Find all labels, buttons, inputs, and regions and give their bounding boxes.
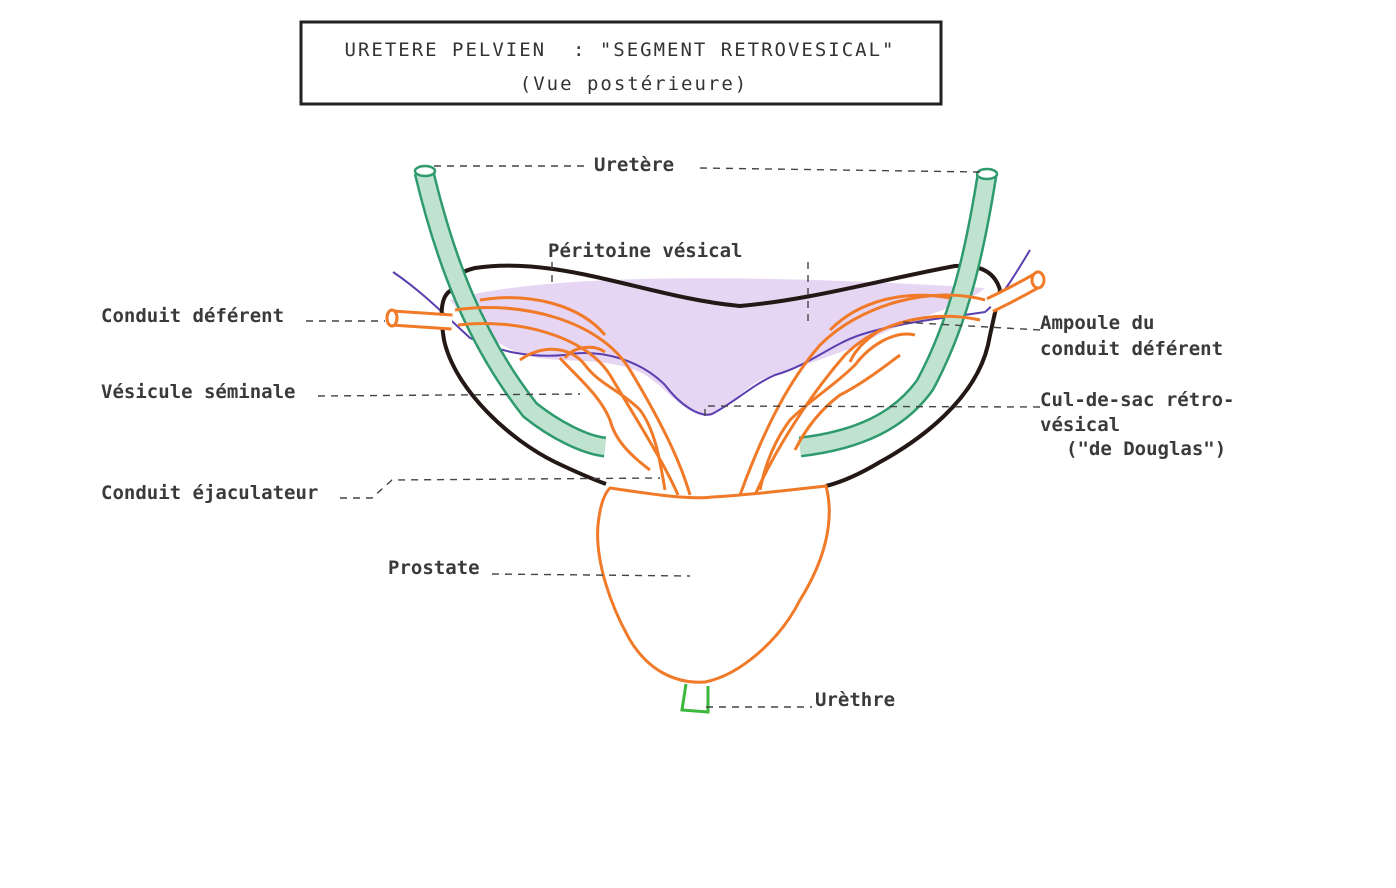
- leader-lines: [306, 165, 1041, 708]
- label-urethre: Urèthre: [815, 689, 895, 711]
- label-culdesac-line3: ("de Douglas"): [1066, 438, 1226, 460]
- title-main: URETERE PELVIEN : "SEGMENT RETROVESICAL": [345, 39, 896, 61]
- right-vas-opening: [1030, 270, 1046, 290]
- label-vesicule: Vésicule séminale: [101, 381, 295, 403]
- label-conduit-deferent: Conduit déférent: [101, 305, 284, 327]
- label-ampoule-line1: Ampoule du: [1040, 312, 1154, 334]
- leader-vesicule: [317, 393, 581, 397]
- left-ampulla-loop: [479, 296, 607, 336]
- left-vas-deferens: [454, 296, 692, 496]
- label-ampoule-line2: conduit déférent: [1040, 338, 1223, 360]
- labels: Uretère Péritoine vésical Conduit défére…: [101, 154, 1234, 711]
- right-vas-inner: [753, 314, 981, 496]
- right-ureter: [798, 167, 999, 458]
- label-prostate: Prostate: [388, 557, 480, 579]
- title-frame: [299, 20, 943, 106]
- right-ampulla-loop: [828, 293, 951, 332]
- left-vas-stub-lumen: [391, 312, 453, 328]
- label-uretere: Uretère: [594, 154, 674, 176]
- leader-uretere-right: [699, 167, 981, 173]
- urethra-shape: [680, 683, 710, 714]
- left-ureter-lumen: [416, 170, 607, 455]
- left-vas-opening: [385, 308, 399, 328]
- right-seminal-vesicle-outer: [758, 332, 916, 491]
- title-subtitle: (Vue postérieure): [520, 73, 748, 95]
- left-seminal-vesicle-inner: [558, 357, 651, 472]
- bladder-right-outline: [825, 289, 1002, 488]
- left-ureter: [413, 164, 607, 458]
- right-seminal-vesicle-inner: [793, 353, 901, 451]
- bladder-top-outline: [449, 263, 1002, 309]
- label-conduit-ejaculateur: Conduit éjaculateur: [101, 482, 318, 504]
- leader-ampoule: [899, 321, 1041, 331]
- title-box: URETERE PELVIEN : "SEGMENT RETROVESICAL"…: [299, 20, 943, 106]
- label-culdesac-line2: vésical: [1040, 414, 1120, 436]
- leader-peritoine: [551, 262, 809, 325]
- right-vas-deferens: [738, 293, 986, 496]
- prostate-outline: [596, 484, 831, 684]
- right-ureter-opening: [975, 167, 999, 181]
- right-ureter-lumen: [799, 173, 995, 455]
- right-vas-deferens-stub: [986, 270, 1046, 313]
- left-seminal-vesicle-outer: [519, 347, 667, 491]
- left-vas-outer: [454, 306, 692, 496]
- right-seminal-vesicle-lobe: [848, 328, 881, 363]
- leader-culdesac: [704, 405, 1041, 416]
- label-peritoine: Péritoine vésical: [548, 240, 742, 262]
- left-ureter-opening: [413, 164, 437, 178]
- left-vas-deferens-stub: [385, 308, 453, 331]
- label-culdesac-line1: Cul-de-sac rétro-: [1040, 389, 1234, 411]
- leader-ejaculateur: [340, 477, 661, 499]
- left-seminal-vesicle-lobe: [563, 345, 606, 360]
